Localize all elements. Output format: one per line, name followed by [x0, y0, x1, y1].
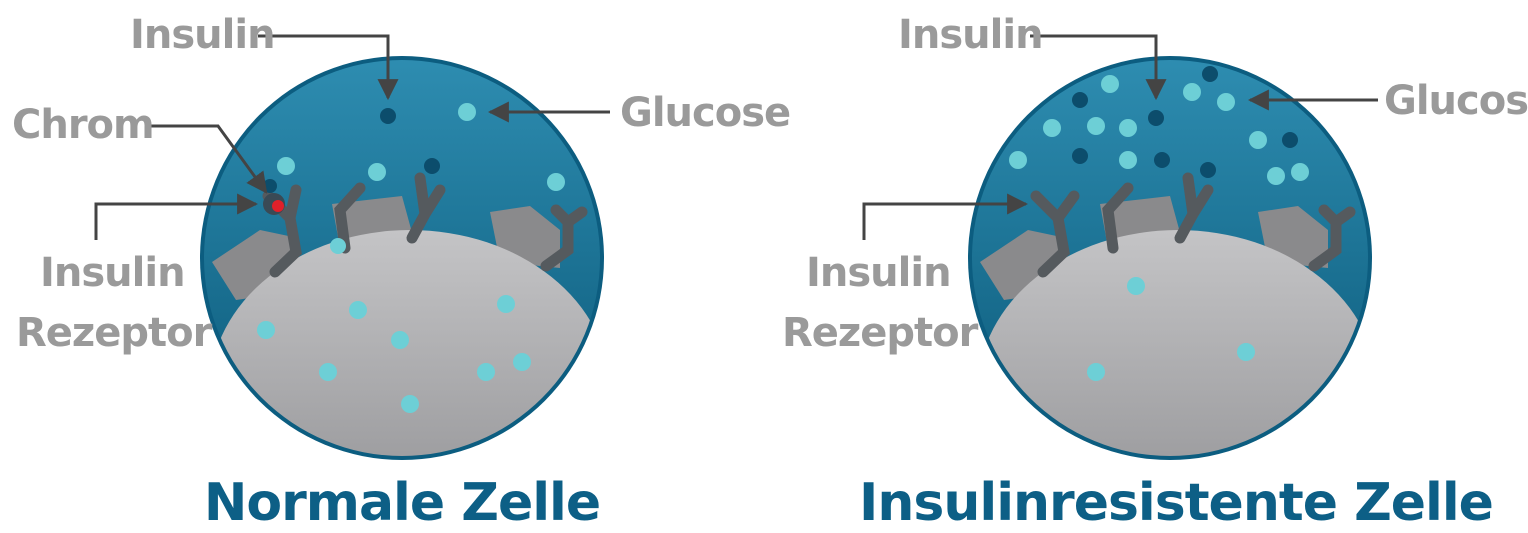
insulin-molecule — [424, 158, 440, 174]
normal-cell-caption: Normale Zelle — [204, 473, 600, 528]
resistant-cell-caption: Insulinresistente Zelle — [859, 473, 1493, 528]
resistant-receptor-label-line2: Rezeptor — [782, 310, 979, 356]
normal-cell — [200, 56, 610, 528]
resistant-insulin-label: Insulin — [898, 12, 1043, 58]
resistant-receptor-label-line1: Insulin — [806, 250, 951, 296]
resistant-glucose-label: Glucose — [1384, 78, 1528, 124]
normal-insulin-label: Insulin — [130, 12, 275, 58]
chromium-dot — [272, 200, 284, 212]
resistant-cell — [968, 56, 1378, 528]
insulin-molecule — [380, 108, 396, 124]
normal-receptor-label-line1: Insulin — [40, 250, 185, 296]
normal-receptor-label-line2: Rezeptor — [16, 310, 213, 356]
normal-glucose-label: Glucose — [620, 90, 790, 136]
chrom-label: Chrom — [12, 102, 154, 148]
